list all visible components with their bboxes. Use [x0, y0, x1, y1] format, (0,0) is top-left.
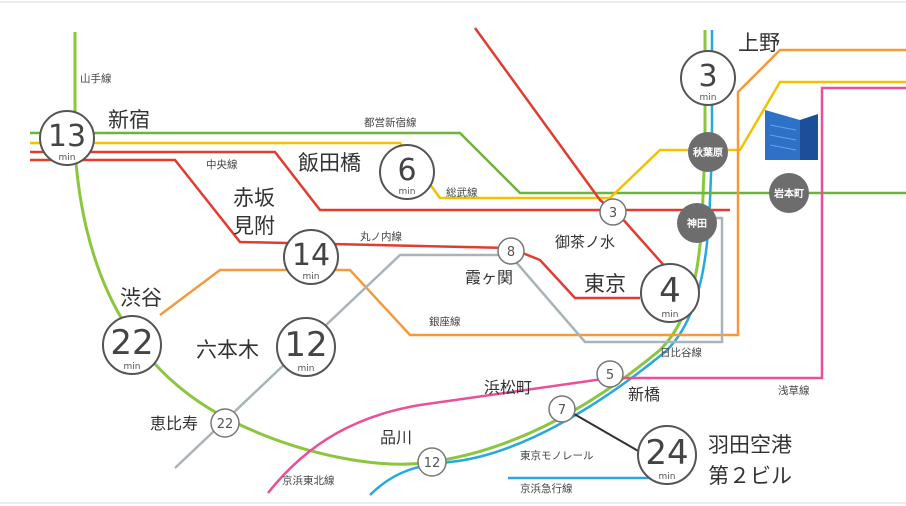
- station-kasumigaseki-minutes: 8: [507, 245, 515, 260]
- station-akasaka-minutes: 14: [292, 238, 330, 273]
- station-ueno-unit: min: [700, 93, 717, 103]
- ginza-line: [159, 48, 906, 337]
- station-kanda[interactable]: 神田: [677, 203, 717, 243]
- station-iidabashi-minutes: 6: [397, 153, 416, 188]
- station-kasumigaseki-circle: [497, 237, 525, 265]
- station-ebisu-circle: [210, 408, 240, 438]
- station-haneda[interactable]: 24 min 羽田空港 第２ビル: [637, 425, 792, 488]
- asakusa-line: [267, 86, 906, 494]
- station-shibuya-circle: [102, 315, 162, 375]
- station-shimbashi[interactable]: 5 新橋: [596, 360, 660, 404]
- station-tokyo[interactable]: 4 min 東京: [584, 263, 700, 323]
- station-hamamatsucho-minutes: 7: [558, 403, 566, 418]
- station-haneda-minutes: 24: [645, 433, 688, 473]
- station-shimbashi-circle: [596, 360, 624, 388]
- office-building-icon: [765, 110, 818, 160]
- label-asakusa-line: 浅草線: [778, 384, 810, 397]
- station-shinjuku-minutes: 13: [48, 119, 86, 154]
- station-shinagawa-name: 品川: [380, 428, 412, 447]
- chuo-line-north: [473, 27, 621, 217]
- label-marunouchi-line: 丸ノ内線: [360, 230, 402, 243]
- station-kasumigaseki[interactable]: 8 霞ヶ関: [465, 237, 525, 287]
- station-roppongi-name: 六本木: [196, 338, 259, 362]
- label-ginza-line: 銀座線: [429, 315, 461, 328]
- station-shibuya-minutes: 22: [110, 323, 153, 363]
- toei-shinjuku-line: [30, 131, 906, 195]
- station-akihabara-circle: [688, 132, 728, 172]
- station-ueno[interactable]: 3 min 上野: [680, 31, 780, 106]
- label-sobu-line: 総武線: [446, 186, 478, 199]
- station-shinagawa[interactable]: 12 品川: [380, 428, 447, 477]
- station-ochanomizu-name: 御茶ノ水: [555, 233, 615, 251]
- station-roppongi-circle: [276, 317, 336, 377]
- hibiya-line: [174, 216, 724, 469]
- station-akasaka-name-line2: 見附: [233, 214, 275, 238]
- station-akihabara-name: 秋葉原: [693, 146, 723, 159]
- station-shinjuku-circle: [39, 110, 95, 166]
- station-iwamotocho[interactable]: 岩本町: [769, 173, 809, 213]
- tokyo-monorail-line: [561, 406, 641, 453]
- station-tokyo-circle: [640, 263, 700, 323]
- station-shinagawa-minutes: 12: [424, 456, 441, 471]
- chuo-line: [30, 150, 730, 212]
- station-kanda-name: 神田: [687, 217, 707, 230]
- station-akasaka-mitsuke[interactable]: 14 min 赤坂 見附: [233, 186, 339, 285]
- station-akasaka-name-line1: 赤坂: [233, 186, 275, 210]
- label-hibiya-line: 日比谷線: [660, 346, 702, 359]
- station-iidabashi-circle: [379, 144, 435, 200]
- station-iwamotocho-name: 岩本町: [773, 187, 804, 200]
- station-ebisu-name: 恵比寿: [150, 414, 198, 433]
- station-shinjuku-unit: min: [59, 153, 76, 163]
- station-tokyo-minutes: 4: [659, 271, 681, 311]
- label-tokyo-monorail-line: 東京モノレール: [520, 449, 594, 462]
- marunouchi-line-north: [619, 215, 669, 271]
- label-keikyu-line: 京浜急行線: [520, 482, 573, 495]
- label-keihin-tohoku-line: 京浜東北線: [282, 474, 335, 487]
- station-iwamotocho-circle: [769, 173, 809, 213]
- station-akihabara[interactable]: 秋葉原: [688, 132, 728, 172]
- station-ochanomizu-circle: [599, 198, 627, 226]
- station-tokyo-unit: min: [662, 310, 679, 320]
- marunouchi-line: [30, 158, 640, 300]
- station-haneda-name-line2: 第２ビル: [708, 464, 792, 488]
- station-iidabashi-unit: min: [399, 187, 416, 197]
- station-akasaka-circle: [283, 229, 339, 285]
- station-iidabashi-name: 飯田橋: [298, 151, 361, 175]
- station-ochanomizu-minutes: 3: [609, 206, 617, 221]
- station-shinjuku[interactable]: 13 min 新宿: [39, 108, 150, 166]
- station-iidabashi[interactable]: 6 min 飯田橋: [298, 144, 435, 200]
- station-hamamatsucho[interactable]: 7 浜松町: [484, 378, 576, 423]
- station-haneda-unit: min: [659, 472, 676, 482]
- station-ochanomizu[interactable]: 3 御茶ノ水: [555, 198, 627, 251]
- station-ebisu[interactable]: 22 恵比寿: [150, 408, 240, 438]
- station-hamamatsucho-name: 浜松町: [484, 378, 532, 397]
- station-roppongi-minutes: 12: [284, 325, 327, 365]
- station-shinjuku-name: 新宿: [108, 108, 150, 132]
- station-ebisu-minutes: 22: [217, 417, 234, 432]
- station-shibuya-name: 渋谷: [120, 286, 162, 310]
- station-hamamatsucho-circle: [548, 395, 576, 423]
- station-shimbashi-minutes: 5: [606, 368, 614, 383]
- label-toei-shinjuku-line: 都営新宿線: [364, 116, 417, 129]
- station-kanda-circle: [677, 203, 717, 243]
- station-shinagawa-circle: [417, 447, 447, 477]
- station-roppongi-unit: min: [298, 364, 315, 374]
- station-haneda-name-line1: 羽田空港: [708, 433, 792, 457]
- station-kasumigaseki-name: 霞ヶ関: [465, 268, 513, 287]
- station-ueno-minutes: 3: [698, 59, 717, 94]
- station-akasaka-unit: min: [303, 272, 320, 282]
- station-shibuya-unit: min: [124, 362, 141, 372]
- station-shimbashi-name: 新橋: [628, 385, 660, 404]
- label-yamanote-line: 山手線: [80, 72, 112, 85]
- station-ueno-name: 上野: [738, 31, 780, 55]
- label-chuo-line: 中央線: [206, 158, 238, 171]
- station-tokyo-name: 東京: [584, 272, 626, 296]
- station-shibuya[interactable]: 22 min 渋谷: [102, 286, 162, 375]
- station-haneda-circle: [637, 425, 697, 485]
- station-ueno-circle: [680, 50, 736, 106]
- station-roppongi[interactable]: 12 min 六本木: [196, 317, 336, 377]
